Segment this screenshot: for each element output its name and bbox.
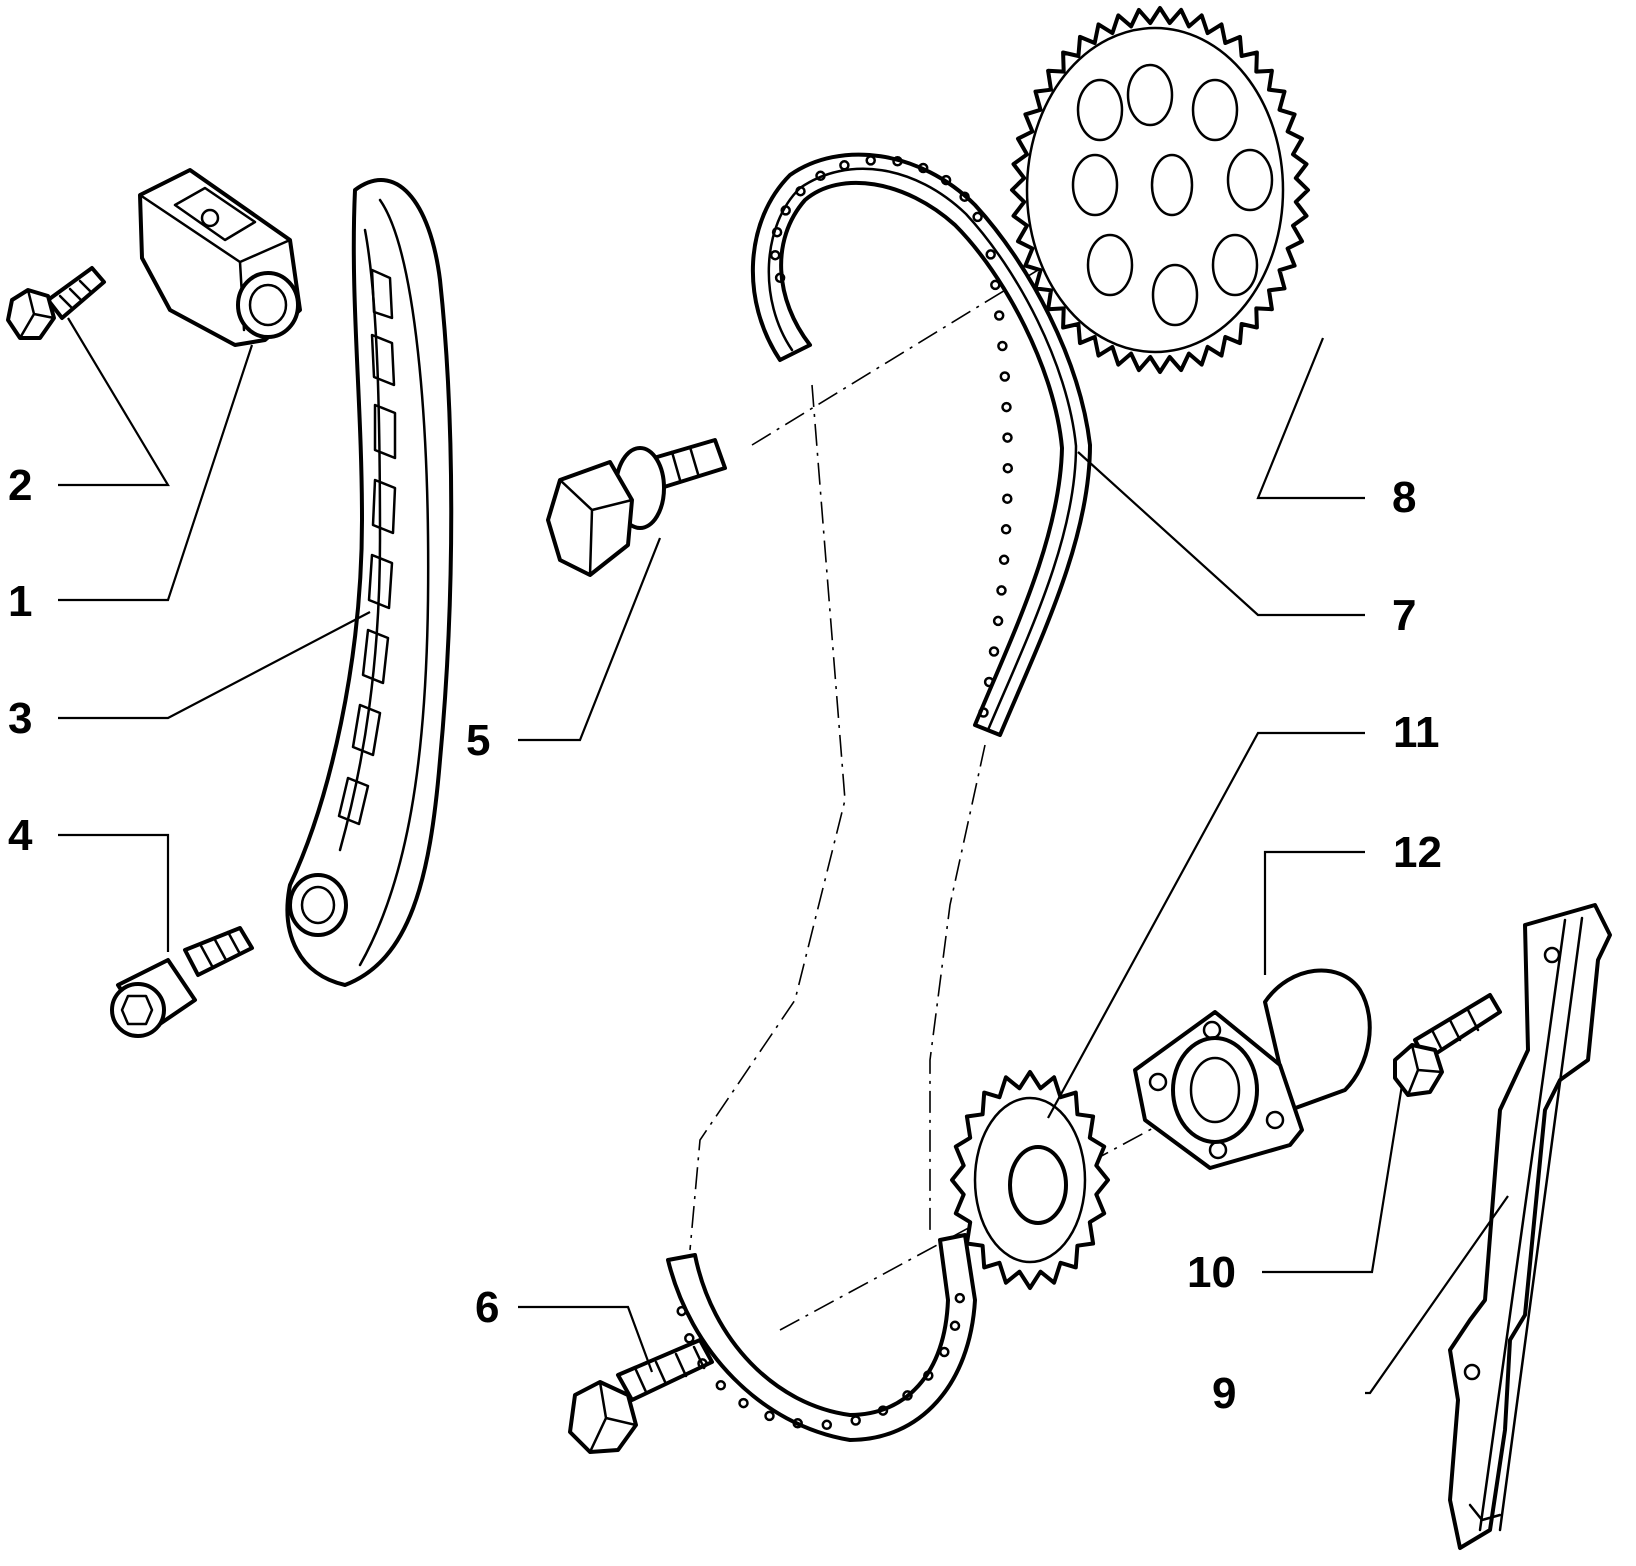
callout-9: 9 (1212, 1369, 1236, 1418)
leader-5 (518, 537, 662, 742)
axis-chain-left (689, 384, 846, 1251)
chain-link-pin (839, 160, 850, 171)
leader-12 (1263, 850, 1365, 975)
leader-7 (1077, 451, 1365, 617)
chain-link-pin (815, 170, 826, 182)
chain-link-pin (972, 211, 983, 223)
chain-link-pin (795, 185, 806, 197)
chain-link-pin (771, 226, 783, 238)
part-6-bolt (568, 1338, 714, 1454)
chain-link-pin (985, 249, 996, 260)
leader-6 (518, 1305, 654, 1373)
part-5-flange-bolt (546, 438, 727, 577)
part-4-stud (110, 926, 254, 1038)
callout-labels: 2 1 3 4 5 6 8 7 11 12 10 9 (8, 461, 1442, 1418)
chain-link-pin (877, 1405, 889, 1416)
part-11-crank-sprocket (950, 1070, 1110, 1290)
chain-link-pin (764, 1410, 775, 1422)
chain-link-pin (774, 272, 786, 284)
chain-link-pin (1002, 432, 1013, 443)
chain-link-pin (769, 249, 781, 261)
chain-link-pin (949, 1320, 961, 1332)
chain-link-pin (983, 676, 995, 688)
leader-8 (1256, 337, 1365, 500)
chain-link-pin (999, 371, 1011, 382)
chain-link-pin (997, 340, 1008, 352)
leader-9 (1365, 1195, 1509, 1395)
callout-7: 7 (1392, 591, 1416, 640)
chain-link-pin (940, 174, 952, 186)
leader-11 (1047, 731, 1365, 1119)
part-9-straight-chain-guide (1448, 903, 1612, 1550)
chain-link-pin (1001, 401, 1012, 413)
chain-link-pin (850, 1415, 861, 1426)
chain-link-pin (959, 191, 970, 202)
part-2-bolt (6, 266, 106, 340)
chain-link-pin (865, 155, 876, 166)
callout-4: 4 (8, 811, 33, 860)
chain-link-pin (821, 1419, 833, 1431)
chain-link-pin (954, 1292, 966, 1304)
part-3-chain-guide-rail (285, 178, 454, 987)
chain-link-pin (990, 279, 1001, 291)
chain-link-pin (697, 1358, 708, 1369)
chain-link-pin (1002, 462, 1014, 474)
chain-link-pin (993, 310, 1005, 321)
chain-link-pin (780, 205, 791, 216)
leader-3 (58, 611, 371, 720)
chain-7-links (769, 155, 1014, 718)
leader-10 (1262, 1084, 1404, 1274)
callout-5: 5 (466, 716, 490, 765)
chain-link-pin (715, 1380, 727, 1391)
callout-3: 3 (8, 694, 32, 743)
axis-chain-right (929, 744, 986, 1235)
chain-link-pin (923, 1370, 934, 1381)
part-12-drive-housing (1133, 968, 1372, 1170)
callout-11: 11 (1393, 708, 1440, 757)
chain-link-pin (1000, 524, 1012, 535)
callout-12: 12 (1393, 828, 1442, 877)
callout-1: 1 (8, 577, 32, 626)
chain-7-lower-links (676, 1292, 966, 1431)
chain-link-pin (988, 646, 1000, 657)
part-8-cam-sprocket (1010, 6, 1310, 374)
leader-lines (58, 317, 1509, 1395)
chain-link-pin (939, 1346, 950, 1358)
callout-2: 2 (8, 461, 32, 510)
chain-link-pin (917, 162, 929, 174)
chain-link-pin (1002, 493, 1013, 504)
callout-10: 10 (1187, 1248, 1236, 1297)
part-7-timing-chain (750, 152, 1092, 737)
callout-6: 6 (475, 1283, 499, 1332)
chain-link-pin (684, 1333, 695, 1344)
leader-2 (58, 317, 170, 487)
leader-1 (58, 344, 254, 602)
chain-link-pin (992, 615, 1004, 627)
leader-4 (58, 833, 170, 952)
axis-upper-sprocket (751, 179, 1186, 446)
chain-link-pin (792, 1418, 803, 1429)
part-10-bolt (1393, 993, 1502, 1097)
chain-link-pin (996, 585, 1007, 596)
chain-link-pin (738, 1397, 749, 1409)
chain-link-pin (998, 554, 1010, 566)
part-7-lower-chain (666, 1233, 977, 1442)
chain-link-pin (978, 707, 989, 718)
chain-link-pin (892, 156, 903, 167)
chain-link-pin (676, 1305, 687, 1317)
callout-8: 8 (1392, 473, 1416, 522)
chain-link-pin (902, 1390, 913, 1401)
part-1-chain-tensioner (138, 168, 302, 347)
